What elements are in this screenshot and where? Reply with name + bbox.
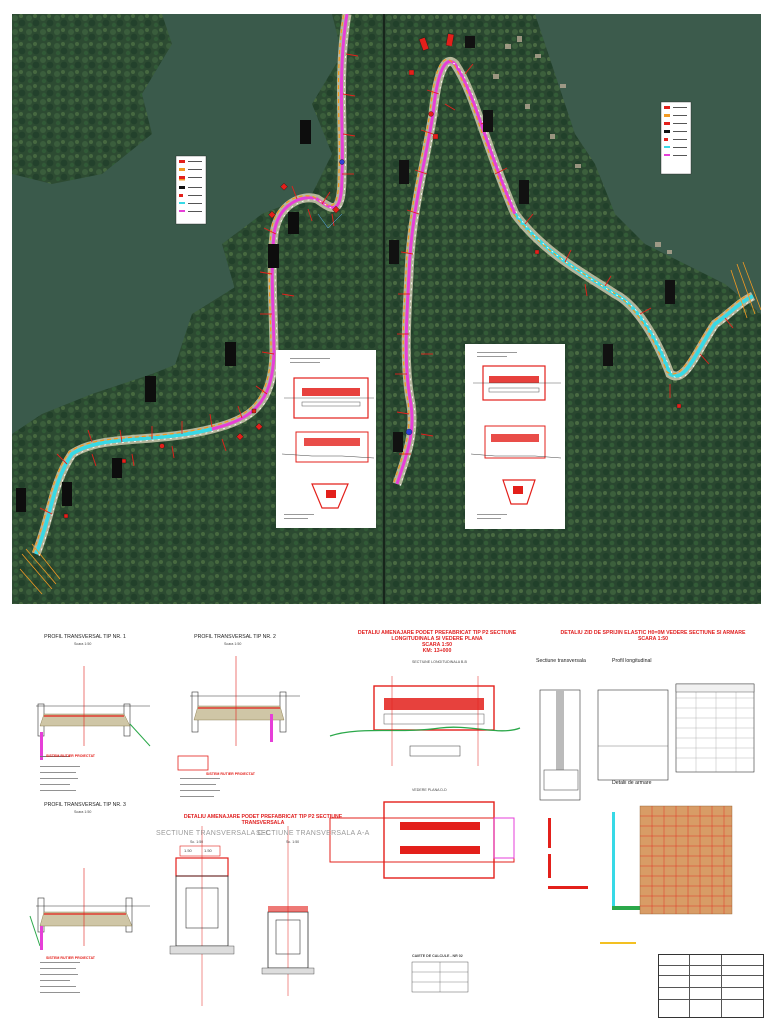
sectiune-aa-scale: Sc. 1:50 — [286, 840, 300, 844]
dim-150-b: 1.50 — [204, 848, 212, 853]
map-legend-left — [175, 155, 207, 225]
technical-details-sheet: PROFIL TRANSVERSAL TIP NR. 1 Scara 1:50 … — [0, 606, 768, 1024]
road-segment-magenta — [211, 14, 349, 431]
section-aa-drawing — [261, 826, 315, 996]
sectiune-transversala-label: Sectiune transversala — [536, 658, 586, 664]
profile-2-scale: Scara 1:50 — [224, 642, 242, 646]
sistem-rutier-label-2: SISTEM RUTIER PROIECTAT — [206, 772, 255, 776]
map-legend-right — [660, 101, 692, 175]
profile-1-title: PROFIL TRANSVERSAL TIP NR. 1 — [44, 634, 126, 640]
profile-3-drawing — [29, 868, 150, 993]
map-left-svg — [12, 14, 384, 604]
road-segment-cyan — [34, 427, 213, 555]
chainage-tags-right — [389, 36, 675, 452]
podet-longitudinal-title: DETALIU AMENAJARE PODET PREFABRICAT TIP … — [357, 630, 517, 654]
map-right-svg — [385, 14, 761, 604]
title-block — [658, 954, 764, 1018]
sistem-rutier-label-3: SISTEM RUTIER PROIECTAT — [46, 956, 95, 960]
technical-details-svg — [29, 656, 755, 1006]
podet-longitudinal-section — [329, 676, 521, 766]
sistem-rutier-label-1: SISTEM RUTIER PROIECTAT — [46, 754, 95, 758]
vedere-plana-label: VEDERE PLANA D-D — [412, 788, 447, 792]
profile-3-title: PROFIL TRANSVERSAL TIP NR. 3 — [44, 802, 126, 808]
sectiune-cc-title: SECTIUNE TRANSVERSALA C-C — [156, 830, 271, 837]
sectiune-cc-scale: Sc. 1:50 — [190, 840, 204, 844]
profil-longitudinal-label: Profil longitudinal — [612, 658, 652, 664]
detalii-armare-label: Detalii de armare — [612, 780, 652, 786]
dim-150-a: 1.50 — [184, 848, 192, 853]
podet-plan-view — [329, 801, 515, 879]
podet-transversal-title: DETALIU AMENAJARE PODET PREFABRICAT TIP … — [183, 814, 343, 826]
station-ticks — [39, 53, 359, 515]
map-panel-divider — [383, 14, 385, 604]
start-area-hatch — [19, 543, 61, 595]
zid-sprijin-title: DETALIU ZID DE SPRIJIN ELASTIC H0=0M VED… — [560, 630, 746, 642]
sectiune-aa-title: SECTIUNE TRANSVERSALA A-A — [256, 830, 370, 837]
caiet-table — [411, 961, 469, 993]
satellite-map-left[interactable] — [12, 14, 384, 604]
reinforcement-details — [548, 805, 733, 944]
retaining-wall-section — [539, 683, 755, 801]
cone-markers — [405, 33, 682, 436]
profile-2-title: PROFIL TRANSVERSAL TIP NR. 2 — [194, 634, 276, 640]
road-segment-cyan-right — [513, 212, 754, 378]
inset-detail-left — [276, 350, 376, 528]
section-cc-drawing — [169, 826, 235, 1006]
profile-2-drawing — [177, 656, 300, 797]
profile-3-scale: Scara 1:50 — [74, 810, 92, 814]
village-buildings — [493, 36, 672, 254]
sectiune-longitudinala-label: SECTIUNE LONGITUDINALA B-B — [412, 660, 467, 664]
road-segment-magenta-right — [395, 60, 517, 485]
chainage-tags — [16, 120, 311, 512]
lake-water-right — [535, 14, 761, 314]
profile-1-drawing — [36, 666, 151, 791]
traffic-sign-markers — [63, 159, 345, 519]
profile-1-scale: Scara 1:50 — [74, 642, 92, 646]
quantities-table — [675, 683, 755, 693]
caiet-calcule-label: CAIETE DE CALCULE - NR 02 — [412, 954, 463, 958]
end-area-hatch — [730, 261, 761, 319]
satellite-map-right[interactable] — [385, 14, 761, 604]
inset-detail-right — [465, 344, 565, 529]
